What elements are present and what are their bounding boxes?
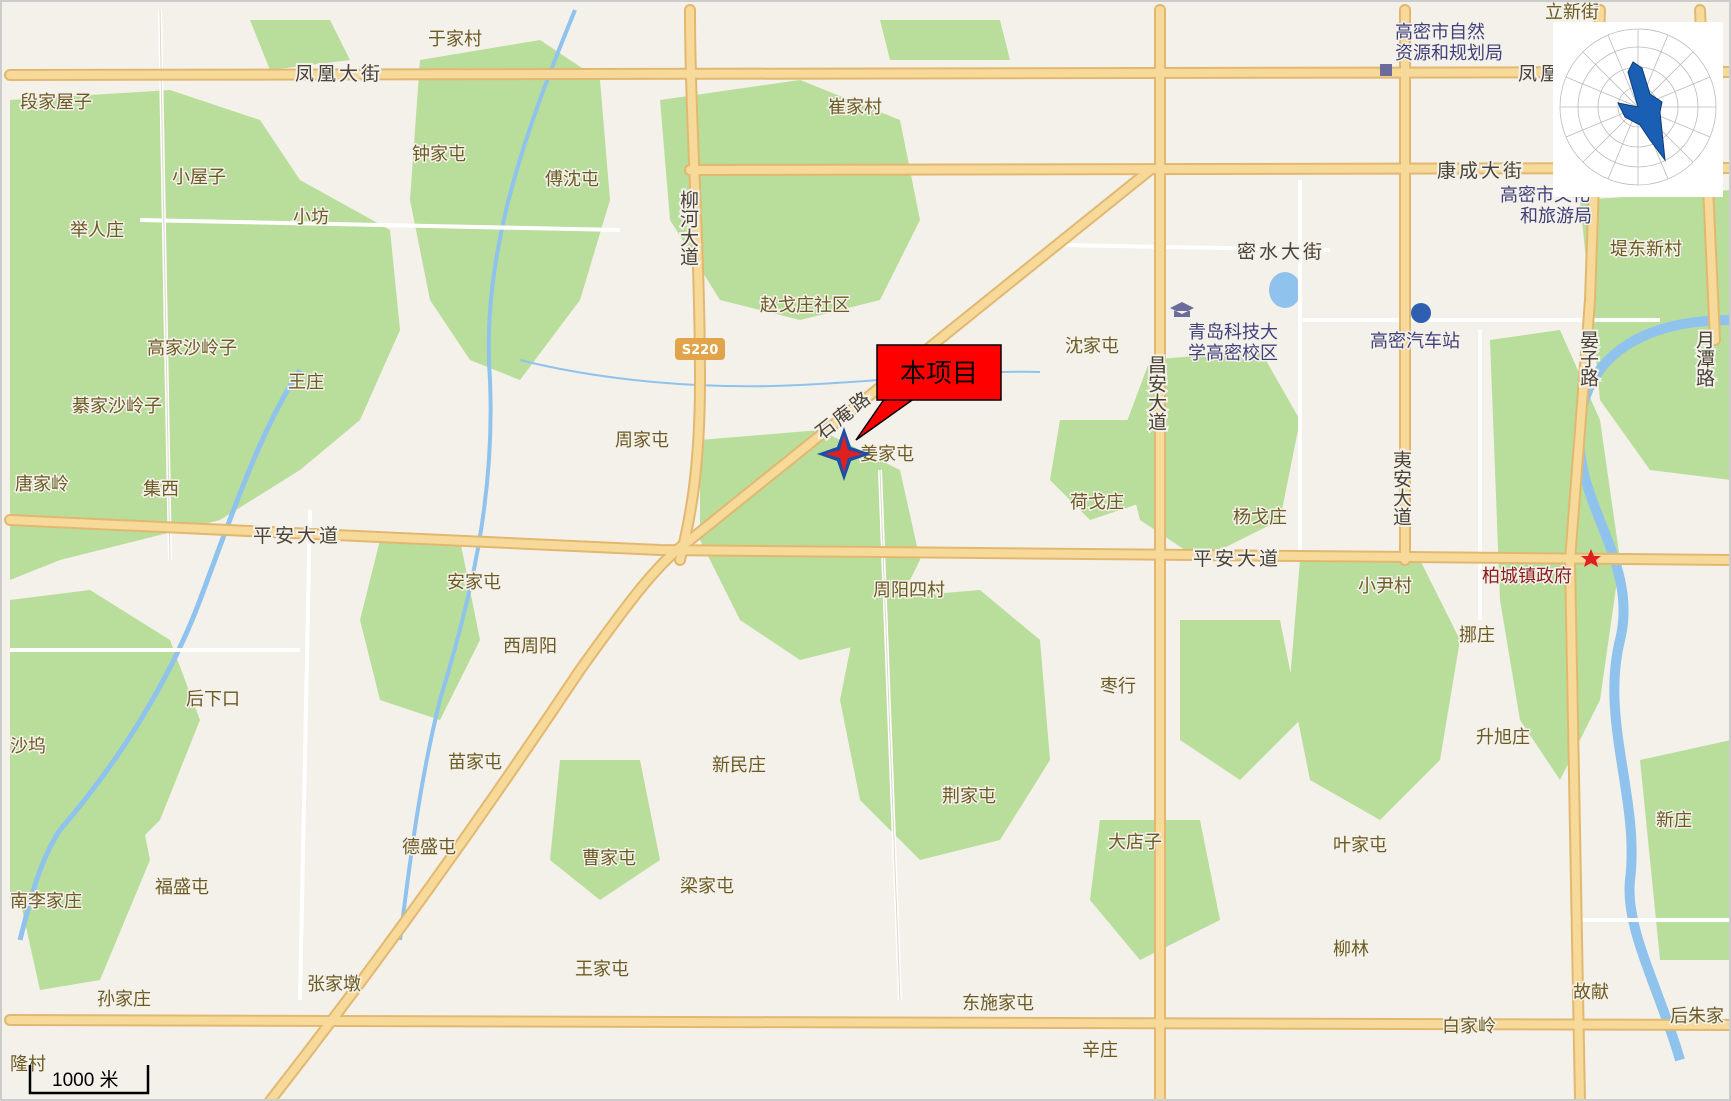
village-label: 钟家屯 [412,144,466,165]
village-label: 崔家村 [828,97,882,118]
route-shield: S220 [675,338,725,360]
village-label: 东施家屯 [962,993,1034,1014]
road-label-mishui: 密水大街 [1237,241,1325,263]
village-label: 曹家屯 [582,848,636,869]
road-label-changan: 昌安大道 [1145,355,1167,431]
village-label: 张家墩 [307,974,361,995]
village-label: 王家屯 [575,959,629,980]
village-label: 集西 [143,479,179,500]
village-label: 堤东新村 [1610,239,1682,260]
callout-box [876,344,1002,401]
village-label: 举人庄 [70,220,124,241]
village-label: 孙家庄 [97,989,151,1010]
village-label: 福盛屯 [155,877,209,898]
village-label: 荷戈庄 [1070,492,1124,513]
village-label: 苗家屯 [448,752,502,773]
callout-label: 本项目 [900,359,978,389]
village-label: 綦家沙岭子 [72,396,162,417]
minor-road-edges [159,9,901,1001]
village-labels: 于家村 段家屋子 崔家村 钟家屯 傅沈屯 小屋子 小坊 举人庄 赵戈庄社区 高家… [9,1,1726,1077]
scale-bar: 1000 米 [28,1065,150,1095]
village-label: 叶家屯 [1333,835,1387,856]
village-label: 西周阳 [503,636,557,657]
road-label-fenghuang-w: 凤凰大街 [295,63,383,85]
village-label: 辛庄 [1082,1040,1118,1061]
poi-university-line2: 学高密校区 [1188,343,1278,364]
village-label: 后朱家 [1670,1006,1724,1027]
road-label-pingan-w: 平安大道 [253,525,341,547]
village-label: 荆家屯 [942,786,996,807]
poi-bus-station-label: 高密汽车站 [1370,331,1460,352]
village-label: 杨戈庄 [1233,507,1287,528]
village-label: 赵戈庄社区 [760,295,850,316]
village-label: 故献 [1573,982,1609,1003]
scale-label: 1000 米 [52,1069,119,1091]
road-label-kangcheng: 康成大街 [1437,160,1525,182]
road-label-yanzi: 晏子路 [1577,330,1599,387]
village-label: 小坊 [293,207,329,228]
village-label: 安家屯 [447,572,501,593]
poi-nat-res-bureau[interactable]: 高密市自然 资源和规划局 [1380,21,1505,76]
village-label: 后下口 [186,689,240,710]
bureau-icon [1380,64,1392,76]
village-label: 升旭庄 [1476,727,1530,748]
poi-culture-line2: 和旅游局 [1520,206,1592,227]
road-label-liuhe: 柳河大道 [677,190,699,266]
village-label: 王庄 [288,372,324,393]
poi-town-gov-label: 柏城镇政府 [1482,566,1572,587]
village-label: 傅沈屯 [545,169,599,190]
village-label: 立新街 [1545,2,1599,23]
poi-university[interactable]: 青岛科技大 学高密校区 [1170,302,1280,366]
village-label: 周阳四村 [873,580,945,601]
village-label: 德盛屯 [402,837,456,858]
village-label: 段家屋子 [20,92,92,113]
village-label: 南李家庄 [10,891,82,912]
government-icon [1581,549,1601,567]
village-label: 新民庄 [712,755,766,776]
road-label-yuetan: 月潭路 [1693,330,1715,387]
village-label: 新庄 [1656,810,1692,831]
village-label: 小屋子 [172,167,226,188]
project-callout[interactable]: 本项目 [855,344,1002,441]
village-label: 高家沙岭子 [147,338,237,359]
village-label: 隆村 [10,1054,46,1075]
poi-town-gov[interactable]: 柏城镇政府 [1481,549,1601,589]
village-label: 白家岭 [1442,1016,1496,1037]
village-label: 沈家屯 [1065,336,1119,357]
village-label: 小尹村 [1358,576,1412,597]
village-label: 周家屯 [615,430,669,451]
village-label: 沙坞 [10,736,46,757]
village-label: 大店子 [1108,832,1162,853]
village-label: 枣行 [1100,676,1136,697]
village-label: 唐家岭 [15,474,69,495]
poi-nat-res-line1: 高密市自然 [1395,22,1485,43]
bus-station-icon [1411,303,1431,323]
village-label: 于家村 [428,29,482,50]
village-label: 梁家屯 [680,876,734,897]
project-star-icon[interactable] [817,427,871,481]
road-label-pingan-e: 平安大道 [1193,548,1281,570]
major-roads-fill [6,6,1731,1101]
university-icon [1170,302,1194,317]
poi-university-line1: 青岛科技大 [1188,322,1278,343]
pond [1269,272,1301,308]
road-label-yian: 夷安大道 [1390,450,1412,526]
poi-bus-station[interactable]: 高密汽车站 [1369,303,1462,354]
poi-nat-res-line2: 资源和规划局 [1395,43,1503,64]
wind-rose-icon [1553,22,1723,197]
village-label: 挪庄 [1459,625,1495,646]
route-shield-label: S220 [682,343,719,358]
village-label: 柳林 [1333,939,1369,960]
